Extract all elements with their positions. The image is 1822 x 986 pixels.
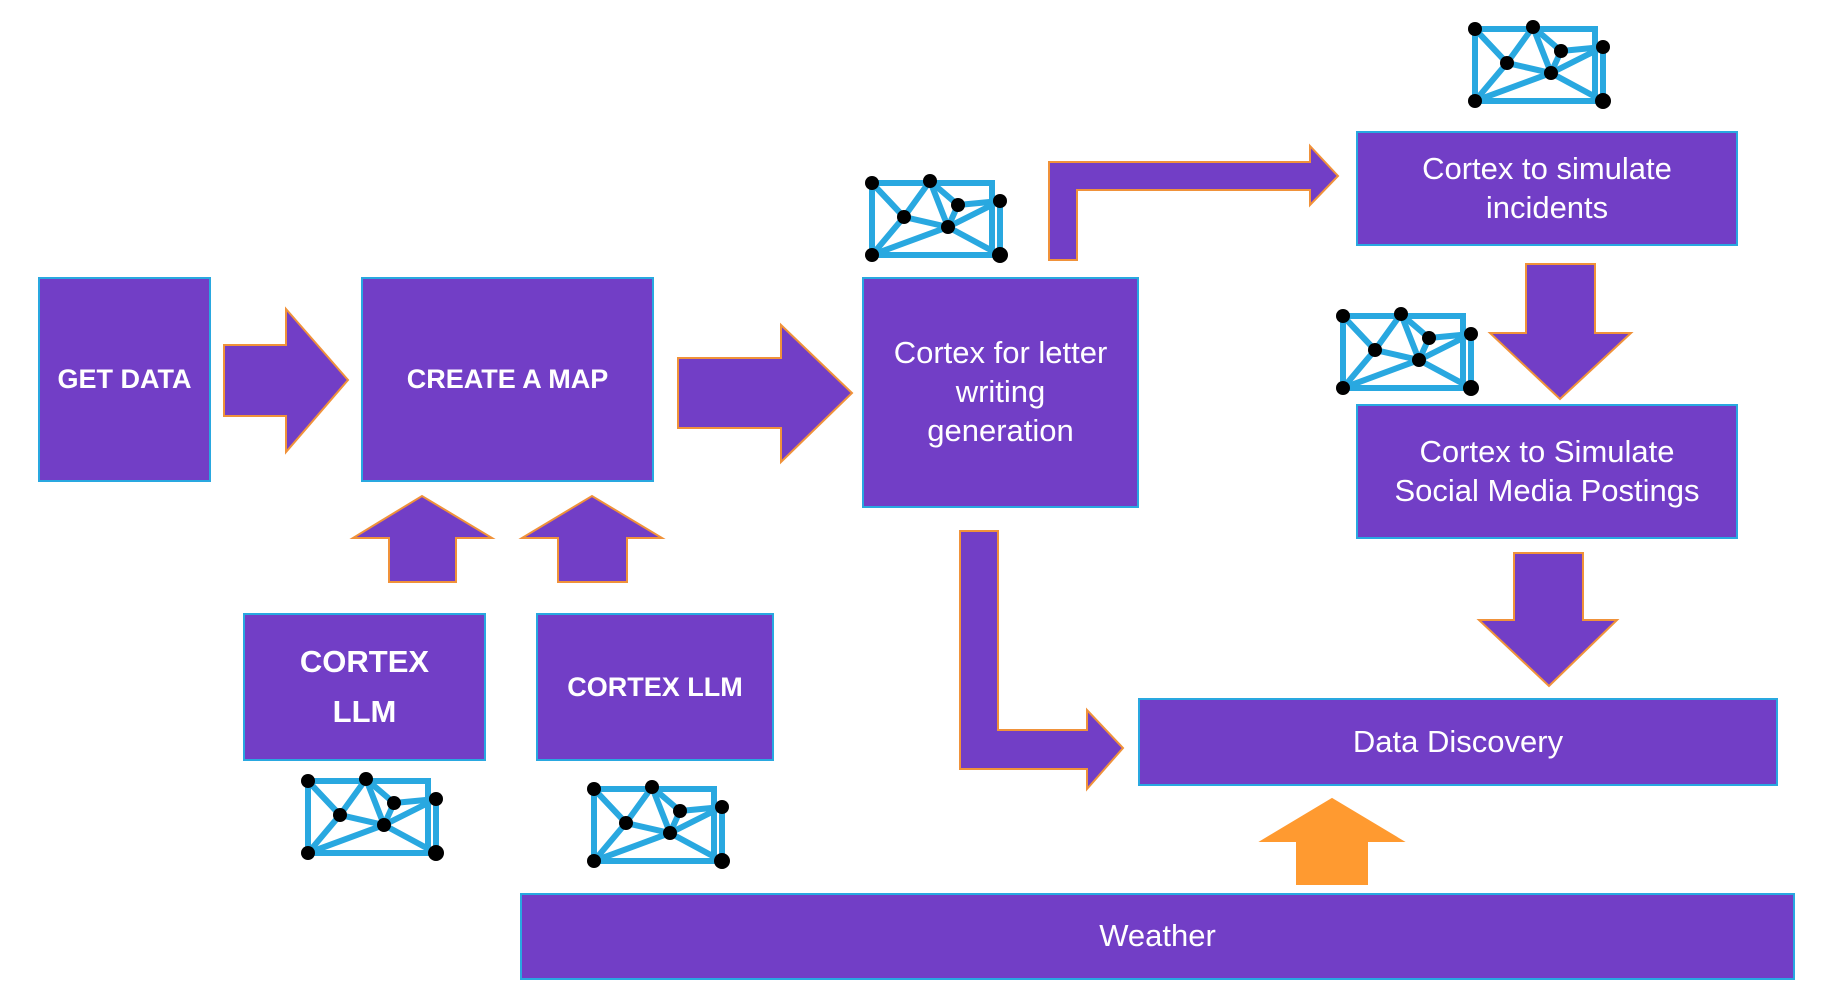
- simulate-incidents-box: Cortex to simulate incidents: [1356, 131, 1738, 246]
- get-data-box: GET DATA: [38, 277, 211, 482]
- cortex-llm-box-2: CORTEX LLM: [536, 613, 774, 761]
- letter-writing-line3: generation: [927, 412, 1074, 448]
- arrow-incidents-to-social: [1487, 263, 1634, 401]
- cortex-llm-box-1: CORTEX LLM: [243, 613, 486, 761]
- letter-writing-box: Cortex for letter writing generation: [862, 277, 1139, 508]
- get-data-label: GET DATA: [57, 364, 192, 395]
- arrow-getdata-to-map: [223, 306, 350, 455]
- network-map-icon: [865, 174, 1008, 263]
- network-map-icon: [1468, 20, 1611, 109]
- cortex-llm-2-label: CORTEX LLM: [567, 671, 743, 702]
- arrow-weather-to-discovery: [1258, 797, 1406, 885]
- simulate-social-line1: Cortex to Simulate: [1419, 433, 1675, 469]
- create-map-box: CREATE A MAP: [361, 277, 654, 482]
- cortex-llm-1-line1: CORTEX: [299, 644, 430, 680]
- arrow-cortex1-up: [349, 494, 496, 583]
- letter-writing-line1: Cortex for letter: [893, 335, 1108, 371]
- data-discovery-label: Data Discovery: [1352, 723, 1564, 759]
- arrow-letter-to-incidents: [1048, 143, 1340, 261]
- simulate-incidents-line1: Cortex to simulate: [1422, 150, 1672, 186]
- data-discovery-box: Data Discovery: [1138, 698, 1778, 786]
- simulate-incidents-line2: incidents: [1485, 189, 1609, 225]
- simulate-social-line2: Social Media Postings: [1394, 472, 1700, 508]
- arrow-letter-to-discovery: [959, 530, 1125, 792]
- arrow-social-to-discovery: [1476, 552, 1620, 688]
- arrow-cortex2-up: [518, 494, 666, 583]
- network-map-icon: [1336, 307, 1479, 396]
- network-map-icon: [301, 772, 444, 861]
- letter-writing-line2: writing: [955, 374, 1046, 410]
- network-map-icon: [587, 780, 730, 869]
- cortex-llm-1-line2: LLM: [332, 694, 397, 729]
- arrow-map-to-letter: [677, 322, 854, 465]
- create-map-label: CREATE A MAP: [406, 364, 609, 395]
- simulate-social-box: Cortex to Simulate Social Media Postings: [1356, 404, 1738, 539]
- weather-box: Weather: [520, 893, 1795, 980]
- weather-label: Weather: [1099, 918, 1216, 954]
